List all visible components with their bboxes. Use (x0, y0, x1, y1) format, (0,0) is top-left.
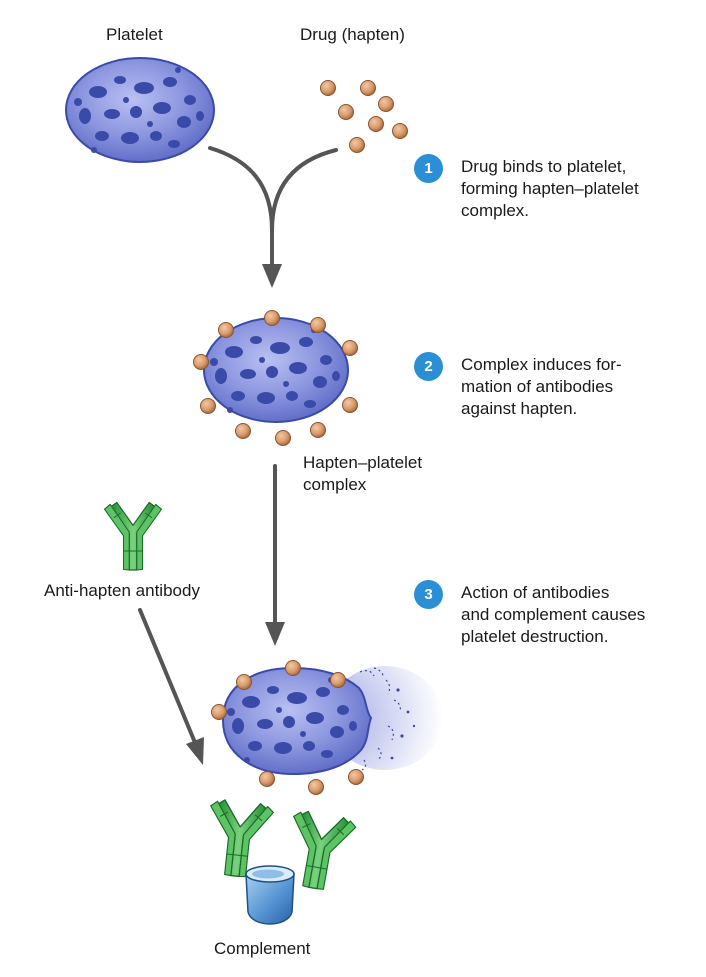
binding-arrow (208, 146, 338, 270)
step-3: 3 Action of antibodies and complement ca… (414, 580, 646, 648)
complex-label-line1: Hapten–platelet (303, 453, 423, 472)
complement-label: Complement (214, 939, 311, 958)
anti-hapten-antibody-label: Anti-hapten antibody (44, 581, 200, 600)
binding-arrow-head (262, 264, 282, 288)
hapten-bead-icon (360, 80, 376, 96)
step-2-badge: 2 (414, 352, 443, 381)
step-2: 2 Complex induces for- mation of antibod… (414, 352, 622, 420)
complement-cup-icon (245, 865, 295, 925)
hapten-bead-icon (338, 104, 354, 120)
platelet-label: Platelet (106, 25, 163, 44)
step-3-text: Action of antibodies and complement caus… (461, 583, 646, 646)
step-2-text: Complex induces for- mation of antibodie… (461, 355, 622, 418)
step-3-badge: 3 (414, 580, 443, 609)
hapten-bead-icon (378, 96, 394, 112)
hapten-bead-icon (368, 116, 384, 132)
platelet-cell-icon (65, 57, 215, 163)
hapten-beads (320, 80, 408, 153)
step-1-badge: 1 (414, 154, 443, 183)
step-1-text: Drug binds to platelet, forming hapten–p… (461, 157, 639, 220)
y-antibody-icon (103, 501, 163, 571)
antibody-arrow-head (186, 737, 204, 765)
hapten-bead-icon (320, 80, 336, 96)
drug-hapten-label: Drug (hapten) (300, 25, 405, 44)
step-1: 1 Drug binds to platelet, forming hapten… (414, 154, 639, 222)
complex-label-line2: complex (303, 475, 367, 494)
hapten-bead-icon (392, 123, 408, 139)
hapten-bead-icon (349, 137, 365, 153)
antibody-arrow (138, 608, 198, 747)
induction-arrow-head (265, 622, 285, 646)
